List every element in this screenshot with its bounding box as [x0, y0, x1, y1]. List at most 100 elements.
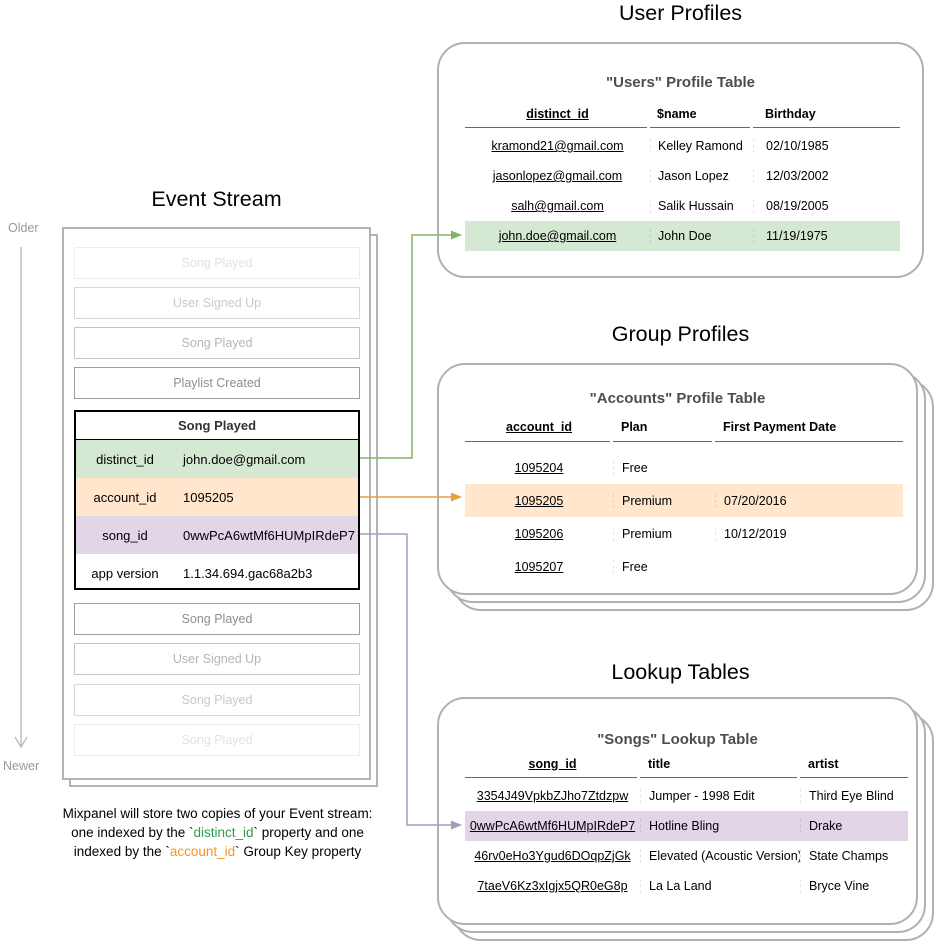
- table-cell: 1095204: [514, 460, 564, 475]
- older-newer-arrow: [14, 247, 28, 749]
- header-underline: [465, 441, 903, 442]
- table-cell: Free: [613, 460, 715, 475]
- header-underline: [465, 777, 908, 778]
- column-header: Plan: [621, 419, 648, 434]
- header-underline-segment: [800, 777, 908, 778]
- event-card-faded: Playlist Created: [74, 367, 360, 399]
- table-cell: salh@gmail.com: [511, 199, 604, 213]
- event-property-value: 0wwPcA6wtMf6HUMpIRdeP7: [183, 527, 355, 543]
- user-profiles-title: User Profiles: [618, 1, 743, 25]
- table-header-row: song_id title artist: [465, 750, 908, 777]
- caption-segment: Mixpanel will store two copies of your E…: [62, 806, 373, 821]
- header-underline-segment: [640, 777, 797, 778]
- songs-table: song_id title artist 3354J49VpkbZJho7Ztdzpw…: [465, 750, 908, 901]
- event-property-key: account_id: [93, 489, 157, 505]
- group-profiles-card: [437, 363, 918, 595]
- column-header: artist: [808, 756, 839, 771]
- table-cell: Third Eye Blind: [800, 789, 908, 803]
- table-cell: Elevated (Acoustic Version): [640, 849, 800, 863]
- event-property-row: song_id 0wwPcA6wtMf6HUMpIRdeP7: [76, 516, 358, 554]
- expanded-event-title: Song Played: [76, 412, 358, 440]
- users-table: distinct_id $name Birthday kramond21@gmail.…: [465, 100, 900, 251]
- table-cell: 1095206: [514, 526, 564, 541]
- event-card-faded: User Signed Up: [74, 643, 360, 675]
- column-header: First Payment Date: [723, 419, 837, 434]
- column-header: song_id: [528, 756, 577, 771]
- column-header: distinct_id: [526, 106, 589, 121]
- table-cell: 12/03/2002: [753, 169, 900, 183]
- caption-line: one indexed by the `distinct_id` propert…: [30, 823, 405, 842]
- table-cell: 0wwPcA6wtMf6HUMpIRdeP7: [469, 819, 636, 833]
- table-cell: Salik Hussain: [650, 199, 753, 213]
- table-cell: 07/20/2016: [715, 493, 903, 508]
- event-card-faded: Song Played: [74, 327, 360, 359]
- table-cell: jasonlopez@gmail.com: [492, 169, 623, 183]
- column-header: $name: [657, 106, 697, 121]
- table-cell: Jumper - 1998 Edit: [640, 789, 800, 803]
- table-row: 46rv0eHo3Ygud6DOqpZjGk Elevated (Acoustic…: [465, 841, 908, 871]
- header-underline-segment: [753, 127, 900, 128]
- caption-line: Mixpanel will store two copies of your E…: [30, 804, 405, 823]
- column-header: Birthday: [765, 106, 816, 121]
- table-cell: 46rv0eHo3Ygud6DOqpZjGk: [474, 849, 631, 863]
- header-underline-segment: [650, 127, 750, 128]
- event-card-faded: Song Played: [74, 724, 360, 756]
- table-cell: John Doe: [650, 229, 753, 243]
- users-table-heading: "Users" Profile Table: [606, 74, 755, 91]
- header-underline: [465, 127, 900, 128]
- table-cell: 1095205: [514, 493, 564, 508]
- table-cell: Drake: [800, 819, 908, 833]
- table-cell: john.doe@gmail.com: [498, 229, 617, 243]
- table-cell: kramond21@gmail.com: [491, 139, 624, 153]
- table-row: 1095204 Free: [465, 451, 903, 484]
- event-property-value: 1095205: [183, 489, 234, 505]
- accounts-table-heading: "Accounts" Profile Table: [589, 390, 766, 407]
- caption-segment: one indexed by the `: [71, 825, 194, 840]
- caption-segment: indexed by the `: [73, 844, 170, 859]
- event-card-faded: Song Played: [74, 247, 360, 279]
- event-stream-title: Event Stream: [151, 187, 282, 211]
- column-header: account_id: [506, 419, 572, 434]
- event-property-row: distinct_id john.doe@gmail.com: [76, 440, 358, 478]
- header-underline-segment: [715, 441, 903, 442]
- caption-segment: ` property and one: [253, 825, 364, 840]
- event-card-faded: Song Played: [74, 684, 360, 716]
- caption-line: indexed by the `account_id` Group Key pr…: [30, 842, 405, 861]
- table-header-row: account_id Plan First Payment Date: [465, 412, 903, 441]
- table-cell: Free: [613, 559, 715, 574]
- table-cell: 7taeV6Kz3xIgjx5QR0eG8p: [477, 879, 628, 893]
- table-cell: La La Land: [640, 879, 800, 893]
- table-cell: 11/19/1975: [753, 229, 900, 243]
- table-cell: 10/12/2019: [715, 526, 903, 541]
- event-property-key: distinct_id: [96, 451, 154, 467]
- column-header: title: [648, 756, 671, 771]
- table-cell: State Champs: [800, 849, 908, 863]
- group-profiles-title: Group Profiles: [611, 322, 750, 346]
- event-property-value: john.doe@gmail.com: [183, 451, 306, 467]
- table-cell: Jason Lopez: [650, 169, 753, 183]
- event-property-key: song_id: [102, 527, 148, 543]
- newer-label: Newer: [3, 759, 40, 773]
- table-cell: Hotline Bling: [640, 819, 800, 833]
- event-card-faded: User Signed Up: [74, 287, 360, 319]
- caption-segment: ` Group Key property: [235, 844, 362, 859]
- table-cell: 02/10/1985: [753, 139, 900, 153]
- event-property-key: app version: [91, 565, 159, 581]
- event-card-faded: Song Played: [74, 603, 360, 635]
- older-label: Older: [8, 221, 39, 235]
- caption-text: Mixpanel will store two copies of your E…: [30, 804, 405, 861]
